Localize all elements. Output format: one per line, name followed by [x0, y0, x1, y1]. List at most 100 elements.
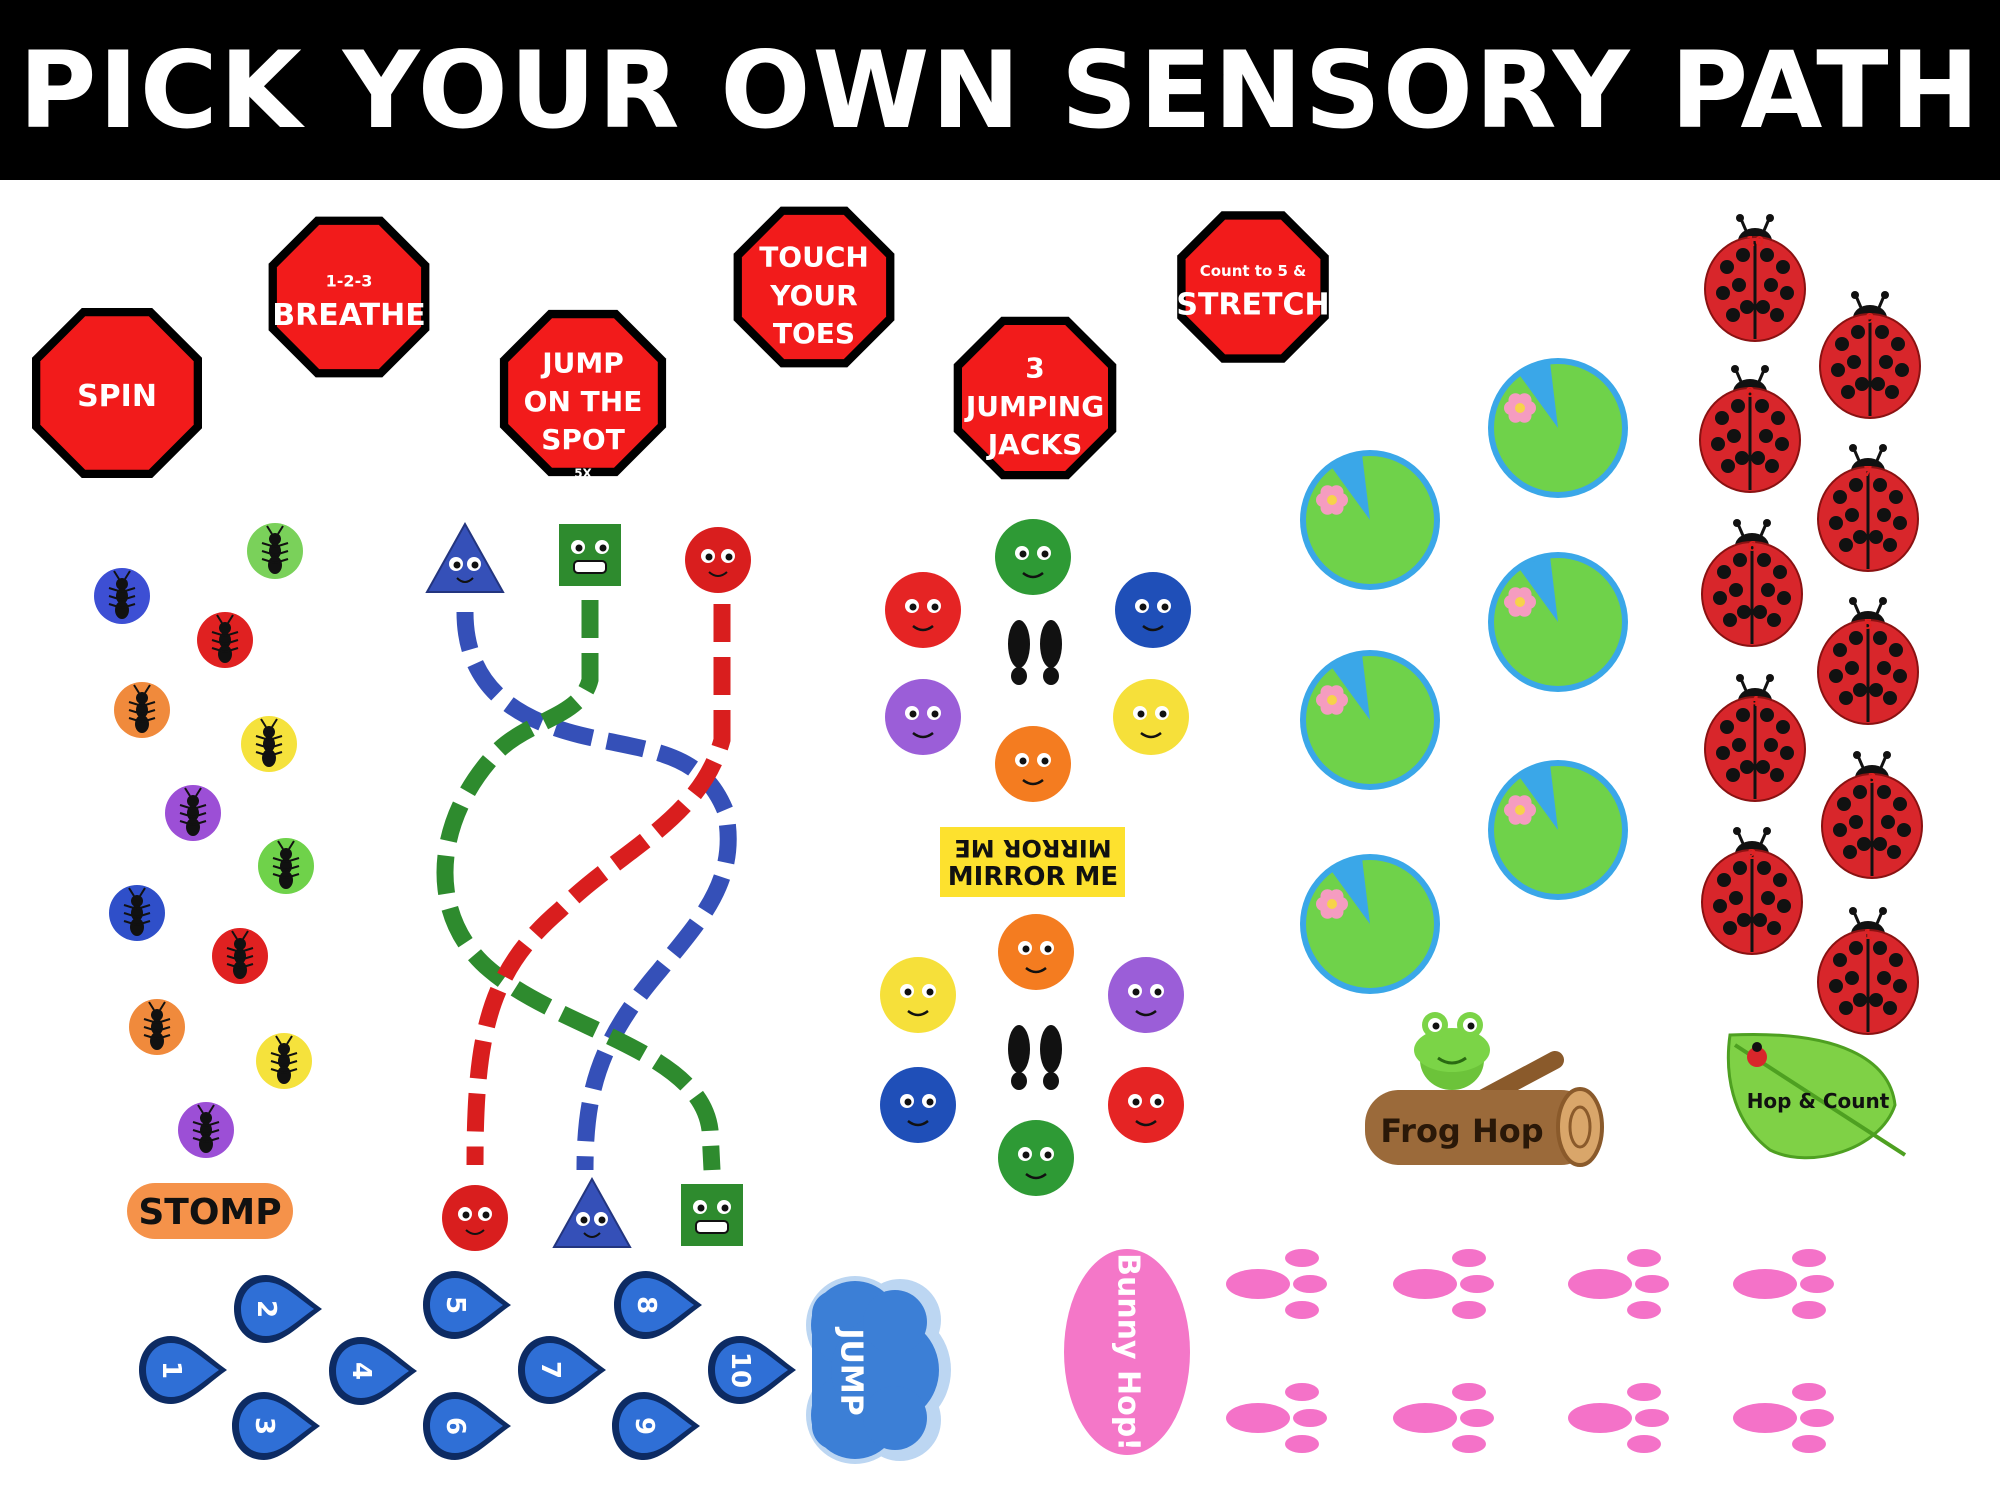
number-drop: 4 [329, 1337, 417, 1405]
hop-count-leaf-group: Hop & Count [1726, 1032, 1907, 1160]
footprints-icon [1008, 620, 1062, 685]
ant-dot [258, 838, 314, 894]
crossing-paths-group [425, 521, 751, 1251]
ladybug-icon: 5 [1817, 597, 1919, 725]
paw-print-icon [1226, 1249, 1327, 1319]
stop-sign-text: SPOT [541, 423, 625, 456]
paw-print-icon [1568, 1383, 1669, 1453]
bunny-hop-egg: Bunny Hop! [1064, 1249, 1190, 1455]
stop-sign: JUMP ON THE SPOT 5X [499, 309, 667, 480]
ladybug-icon: 7 [1817, 444, 1919, 572]
ladybug-number: 10 [1746, 235, 1764, 250]
paw-print-icon [1393, 1249, 1494, 1319]
mirror-me-flipped-text: MIRROR ME [954, 834, 1111, 862]
ladybug-number: 3 [1867, 772, 1876, 787]
frog-log: Frog Hop [1365, 1051, 1604, 1167]
number-drop: 10 [708, 1336, 796, 1404]
face-emoji [1113, 679, 1189, 755]
bunny-hop-group: Bunny Hop! [1064, 1249, 1190, 1455]
stop-sign-text: SPIN [77, 379, 157, 414]
face-emoji [1115, 572, 1191, 648]
ladybug-icon: 4 [1704, 674, 1806, 802]
frog-icon [1414, 1012, 1490, 1090]
page-title: PICK YOUR OWN SENSORY PATH [18, 28, 1982, 152]
ladybug-number: 7 [1863, 465, 1872, 480]
ant-dot [241, 716, 297, 772]
jump-text: JUMP [834, 1326, 869, 1415]
stop-sign: Count to 5 &STRETCH [1176, 211, 1330, 363]
ant-dot [197, 612, 253, 668]
ladybug-number: 5 [1863, 618, 1872, 633]
ladybug-icon: 10 [1704, 214, 1806, 342]
face-emoji [998, 914, 1074, 990]
stop-sign-text: STRETCH [1176, 288, 1329, 323]
paw-print-icon [1733, 1249, 1834, 1319]
ant-icon [211, 614, 239, 663]
number-drop: 3 [232, 1392, 320, 1460]
square-face-bottom [681, 1184, 743, 1246]
drop-number: 3 [249, 1417, 279, 1435]
ant-dot [94, 568, 150, 624]
frog-hop-group: Frog Hop [1365, 1012, 1604, 1167]
lily-pad [1488, 358, 1628, 498]
ladybug-number: 4 [1750, 695, 1759, 710]
paw-print-icon [1733, 1383, 1834, 1453]
stop-sign-small-text: 5X [574, 466, 592, 480]
ant-icon [179, 787, 207, 836]
triangle-face-bottom [552, 1176, 632, 1248]
face-emoji [995, 519, 1071, 595]
drop-number: 5 [440, 1296, 470, 1314]
lily-pad [1300, 450, 1440, 590]
ladybug-icon: 3 [1821, 751, 1923, 879]
face-emoji [880, 1067, 956, 1143]
ant-icon [143, 1001, 171, 1050]
ladybug-icon: 9 [1819, 291, 1921, 419]
drop-number: 2 [251, 1300, 281, 1318]
face-emoji [995, 726, 1071, 802]
bunny-hop-text: Bunny Hop! [1111, 1253, 1146, 1451]
ant-icon [272, 840, 300, 889]
lily-pad [1300, 650, 1440, 790]
paw-prints-group [1226, 1249, 1834, 1453]
mini-ladybug-icon [1747, 1042, 1767, 1067]
number-drop: 6 [423, 1392, 511, 1460]
number-drop: 9 [612, 1392, 700, 1460]
drop-number: 7 [535, 1361, 565, 1379]
paw-print-icon [1393, 1383, 1494, 1453]
footprints-icon [1008, 1025, 1062, 1090]
face-emoji [1108, 1067, 1184, 1143]
lily-pad [1300, 854, 1440, 994]
stop-sign-text: 3 [1025, 352, 1044, 385]
ant-icon [128, 684, 156, 733]
ladybug-icon: 8 [1699, 365, 1801, 493]
ant-icon [270, 1035, 298, 1084]
ball-face-bottom [442, 1185, 508, 1251]
ant-dot [212, 928, 268, 984]
ant-dots-group: STOMP [94, 523, 314, 1239]
mirror-me-text: MIRROR ME [948, 862, 1118, 892]
stop-sign-text: ON THE [524, 385, 643, 418]
title-banner: PICK YOUR OWN SENSORY PATH [0, 0, 2000, 180]
ant-dot [129, 999, 185, 1055]
jump-cloud: JUMP [806, 1276, 951, 1464]
face-emoji [1108, 957, 1184, 1033]
ladybug-number: 1 [1863, 928, 1872, 943]
drop-number: 6 [440, 1417, 470, 1435]
stop-sign-text: JACKS [986, 428, 1083, 461]
stop-sign-text: BREATHE [272, 298, 425, 333]
stop-sign-text: JUMP [540, 347, 624, 380]
stop-sign-text: 1-2-3 [326, 272, 373, 291]
square-face-top [559, 524, 621, 586]
lily-pad-group [1300, 358, 1628, 994]
triangle-face-top [425, 521, 505, 593]
ladybug-icon: 2 [1701, 827, 1803, 955]
number-drop: 5 [423, 1271, 511, 1339]
ant-icon [226, 930, 254, 979]
ant-dot [109, 885, 165, 941]
